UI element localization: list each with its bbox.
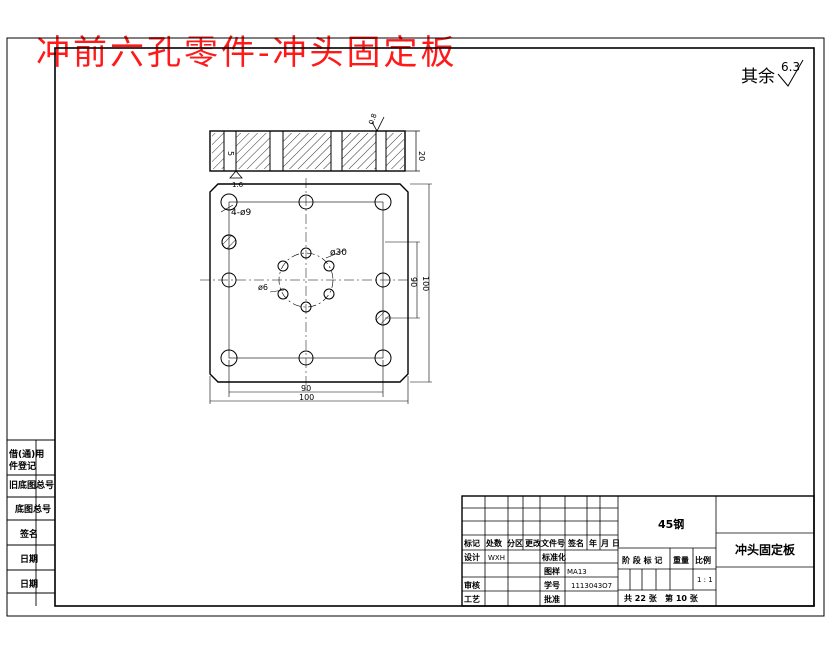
dim-inner-height: 90 bbox=[409, 277, 418, 287]
header-cell: 日 bbox=[612, 539, 620, 548]
roughness-bottom: 1.6 bbox=[232, 181, 244, 189]
standardization-label: 标准化 bbox=[541, 552, 566, 562]
weight-label: 重量 bbox=[673, 555, 689, 565]
dim-outer-width: 100 bbox=[299, 393, 314, 402]
header-cell: 标记 bbox=[463, 538, 480, 548]
hatch-region bbox=[386, 133, 404, 169]
plate-hole bbox=[298, 194, 314, 210]
small-hole-callout: ø6 bbox=[258, 283, 268, 292]
strip-label: 件登记 bbox=[9, 460, 36, 472]
sheets-info: 共 22 张 第 10 张 bbox=[624, 593, 699, 603]
hatch-region bbox=[236, 133, 270, 169]
dim-inner-width: 90 bbox=[301, 384, 311, 393]
roughness-symbol bbox=[371, 116, 385, 132]
student-number: 1113043O7 bbox=[571, 582, 612, 590]
surface-finish-note: 其余 6.3 bbox=[741, 59, 804, 87]
strip-label: 底图总号 bbox=[15, 503, 51, 515]
outer-border bbox=[6, 37, 825, 617]
hatch-region bbox=[212, 133, 224, 169]
punch-hole bbox=[300, 247, 312, 259]
roughness-top: 0.8 bbox=[367, 112, 378, 125]
review-label: 审核 bbox=[464, 580, 480, 590]
hatch-region bbox=[342, 133, 376, 169]
punch-hole bbox=[323, 288, 335, 300]
number-label: 学号 bbox=[544, 580, 560, 590]
surface-finish-prefix: 其余 bbox=[741, 67, 775, 87]
inner-border bbox=[54, 47, 815, 607]
plate-hole bbox=[374, 193, 392, 211]
hole-callout: 4-ø9 bbox=[231, 208, 251, 218]
punch-hole bbox=[300, 301, 312, 313]
punch-hole bbox=[277, 260, 289, 272]
circle-callout: ø30 bbox=[330, 248, 347, 258]
side-view: 20 5 0.8 1.6 bbox=[209, 112, 426, 189]
stage-header: 阶 段 标 记 bbox=[622, 555, 662, 565]
left-strip: 借(通)用 件登记 旧底图总号 底图总号 签名 日期 日期 bbox=[7, 439, 55, 606]
side-dim-left: 5 bbox=[226, 151, 235, 156]
header-cell: 签名 bbox=[567, 538, 584, 548]
header-cell: 分区 bbox=[507, 538, 523, 548]
plate-hole bbox=[298, 350, 314, 366]
scale-value: 1 : 1 bbox=[697, 576, 713, 584]
hole-center-frame bbox=[228, 201, 384, 359]
header-cell: 月 bbox=[600, 539, 609, 548]
strip-label: 签名 bbox=[19, 528, 38, 540]
roughness-symbol bbox=[229, 170, 243, 179]
plan-view: 4-ø9 ø30 ø6 90 100 90 100 bbox=[200, 178, 432, 404]
side-view-outline bbox=[209, 130, 406, 172]
design-name: WXH bbox=[488, 554, 505, 562]
strip-label: 借(通)用 bbox=[8, 448, 44, 460]
header-cell: 年 bbox=[589, 538, 597, 548]
title-block: 45钢 冲头固定板 标记 处数 分区 更改文件号 签名 年 月 日 设计 WXH… bbox=[461, 495, 815, 607]
strip-label: 日期 bbox=[20, 553, 38, 565]
plate-hole bbox=[375, 272, 391, 288]
header-cell: 处数 bbox=[485, 538, 503, 548]
punch-hole bbox=[323, 260, 335, 272]
hatch-region bbox=[283, 133, 331, 169]
bolt-circle bbox=[278, 252, 334, 308]
part-name: 冲头固定板 bbox=[735, 542, 796, 557]
strip-label: 旧底图总号 bbox=[9, 479, 54, 491]
roughness-symbol bbox=[777, 59, 804, 87]
craft-label: 工艺 bbox=[464, 594, 480, 604]
design-label: 设计 bbox=[464, 552, 480, 562]
plate-hole bbox=[221, 272, 237, 288]
punch-hole bbox=[277, 288, 289, 300]
dim-outer-height: 100 bbox=[421, 276, 430, 291]
side-dim-right: 20 bbox=[417, 151, 426, 161]
plate-hole bbox=[220, 193, 238, 211]
surface-finish-value: 6.3 bbox=[781, 60, 800, 74]
approve-label: 批准 bbox=[544, 594, 560, 604]
drawing-title: 冲前六孔零件-冲头固定板 bbox=[36, 33, 458, 73]
strip-label: 日期 bbox=[20, 578, 38, 590]
scale-label: 比例 bbox=[695, 555, 711, 565]
drawing-value: MA13 bbox=[567, 568, 587, 576]
plate-outline bbox=[209, 183, 409, 383]
header-cell: 更改文件号 bbox=[525, 538, 565, 548]
dowel-hole bbox=[221, 234, 237, 250]
drawing-label: 图样 bbox=[544, 566, 560, 576]
material-label: 45钢 bbox=[658, 517, 684, 531]
